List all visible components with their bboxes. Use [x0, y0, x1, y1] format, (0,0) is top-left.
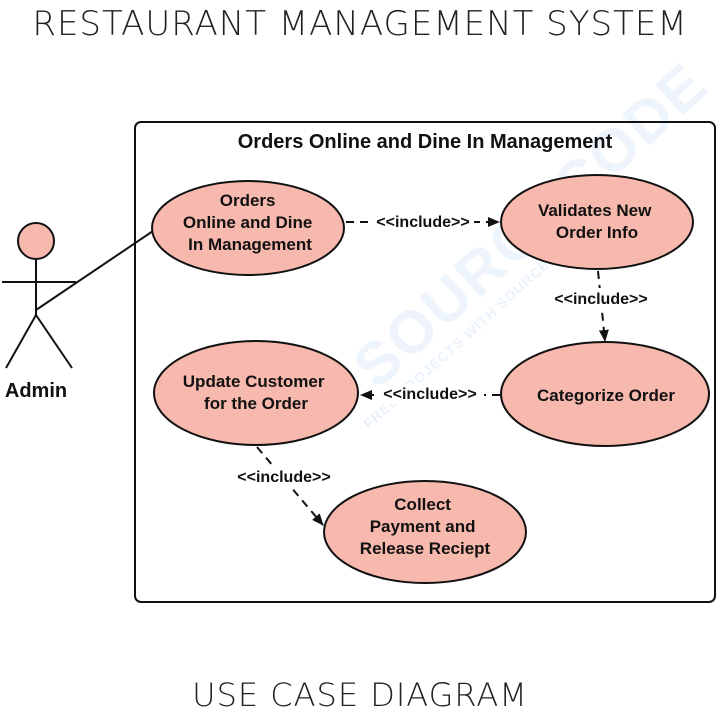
association-line: [35, 228, 157, 311]
usecase-collect-line1: Collect: [394, 495, 451, 514]
usecase-collect-label: Collect Payment and Release Reciept: [360, 495, 491, 558]
actor-left-leg: [5, 314, 37, 369]
include-label-categorize-update: <<include>>: [383, 386, 476, 403]
usecase-update-label: Update Customer for the Order: [183, 372, 329, 413]
usecase-categorize-order[interactable]: [500, 341, 710, 447]
include-label-bg-1: [372, 211, 474, 231]
page-subtitle: USE CASE DIAGRAM: [192, 676, 528, 714]
usecase-categorize-line1: Categorize Order: [537, 386, 675, 405]
usecase-update-line2: for the Order: [204, 394, 308, 413]
system-boundary: [134, 121, 716, 603]
usecase-orders-management[interactable]: [151, 180, 345, 276]
page-title: RESTAURANT MANAGEMENT SYSTEM: [32, 4, 688, 44]
usecase-update-line1: Update Customer: [183, 372, 325, 391]
actor-admin[interactable]: [2, 222, 76, 369]
include-label-bg-3: [376, 384, 484, 404]
usecase-validate-line2: Order Info: [556, 223, 638, 242]
actor-head: [17, 222, 55, 260]
actor-label: Admin: [5, 380, 67, 402]
usecase-update-customer[interactable]: [153, 340, 359, 446]
usecase-orders-label: Orders Online and Dine In Management: [183, 191, 317, 254]
usecase-orders-line1: Orders: [220, 191, 276, 210]
include-label-validate-categorize: <<include>>: [554, 291, 647, 308]
usecase-categorize-label: Categorize Order: [537, 386, 675, 405]
usecase-collect-line2: Payment and: [370, 517, 476, 536]
actor-right-leg: [35, 314, 73, 369]
usecase-collect-line3: Release Reciept: [360, 539, 491, 558]
usecase-validate-label: Validates New Order Info: [538, 201, 656, 242]
system-title: Orders Online and Dine In Management: [238, 131, 613, 153]
include-label-orders-validate: <<include>>: [376, 214, 469, 231]
include-label-bg-2: [548, 288, 654, 308]
usecase-collect-payment[interactable]: [323, 480, 527, 584]
usecase-validate-order[interactable]: [500, 174, 694, 270]
include-label-update-collect: <<include>>: [237, 469, 330, 486]
usecase-orders-line2: Online and Dine: [183, 213, 312, 232]
usecase-validate-line1: Validates New: [538, 201, 652, 220]
usecase-orders-line3: In Management: [188, 235, 312, 254]
include-arrow-update-collect: [256, 446, 324, 526]
include-label-bg-4: [230, 466, 338, 486]
